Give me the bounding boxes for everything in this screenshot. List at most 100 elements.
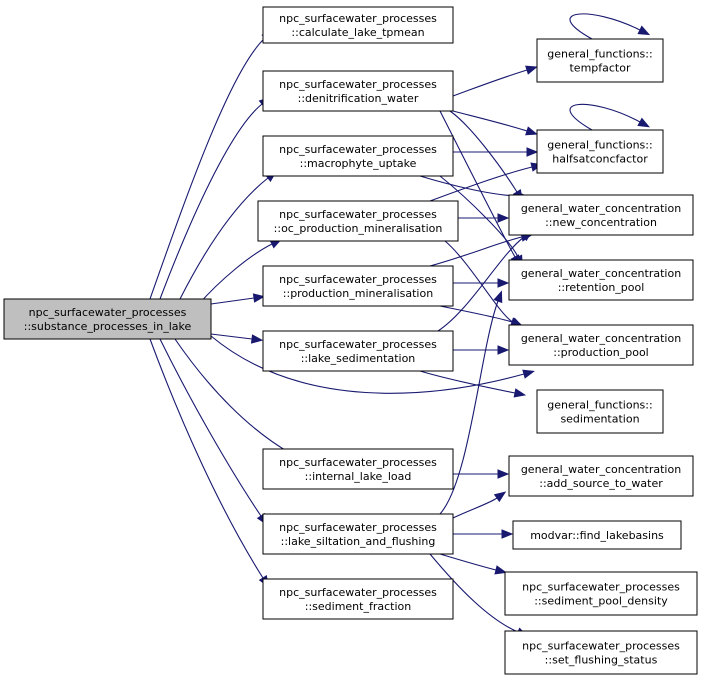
node-prodpool[interactable]: general_water_concentration::production_…	[508, 324, 694, 366]
call-edge-4	[210, 293, 266, 305]
node-box	[508, 324, 694, 366]
node-label-line1: npc_surfacewater_processes	[279, 78, 437, 91]
node-box	[536, 38, 664, 83]
arrow-head-icon	[525, 65, 538, 75]
node-macro[interactable]: npc_surfacewater_processes::macrophyte_u…	[262, 135, 454, 177]
call-edge-5	[210, 333, 264, 344]
call-edge-10	[452, 65, 538, 97]
edge-line	[444, 240, 514, 323]
edge-line	[452, 497, 498, 519]
call-edge-6	[210, 335, 535, 394]
node-box	[504, 630, 698, 675]
arrow-head-icon	[513, 388, 527, 398]
edge-line	[439, 305, 513, 323]
node-label-line2: ::add_source_to_water	[539, 477, 663, 490]
arrow-head-icon	[250, 334, 264, 344]
arrow-head-icon	[252, 293, 266, 303]
edge-line	[149, 37, 266, 300]
node-label-line1: general_functions::	[547, 139, 652, 152]
node-box	[262, 6, 454, 44]
node-halfsat[interactable]: general_functions::halfsatconcfactor	[536, 129, 664, 174]
node-label-line2: tempfactor	[569, 62, 630, 75]
arrow-head-icon	[637, 25, 651, 36]
node-label-line2: ::set_flushing_status	[545, 654, 658, 667]
node-box	[536, 129, 664, 174]
node-label-line1: npc_surfacewater_processes	[279, 12, 437, 25]
node-sedpool[interactable]: npc_surfacewater_processes::sediment_poo…	[504, 571, 698, 616]
node-box	[3, 298, 212, 340]
node-label-line1: general_water_concentration	[521, 332, 681, 345]
edge-line	[210, 333, 253, 340]
node-box	[508, 455, 694, 497]
node-label-line2: ::new_concentration	[545, 216, 657, 229]
node-box	[508, 259, 694, 301]
edge-line	[452, 110, 528, 132]
call-edge-8	[159, 338, 268, 526]
node-ocprod[interactable]: npc_surfacewater_processes::oc_productio…	[257, 200, 459, 242]
call-edge-9	[149, 338, 270, 588]
node-box	[262, 578, 454, 620]
node-box	[504, 571, 698, 616]
node-label-line1: npc_surfacewater_processes	[29, 306, 187, 319]
node-label-line2: ::calculate_lake_tpmean	[291, 26, 424, 39]
edge-line	[452, 69, 528, 97]
node-retpool[interactable]: general_water_concentration::retention_p…	[508, 259, 694, 301]
node-label-line1: npc_surfacewater_processes	[279, 521, 437, 534]
node-box	[262, 70, 454, 112]
node-setflush[interactable]: npc_surfacewater_processes::set_flushing…	[504, 630, 698, 675]
node-tempfactor[interactable]: general_functions::tempfactor	[536, 38, 664, 83]
arrow-head-icon	[493, 491, 507, 503]
node-label-line1: npc_surfacewater_processes	[279, 143, 437, 156]
edge-line	[159, 103, 263, 300]
edge-line	[439, 110, 516, 258]
node-box	[262, 265, 454, 307]
call-edge-27	[439, 290, 503, 515]
call-edge-21	[453, 278, 510, 288]
edge-line	[429, 236, 523, 267]
call-edge-30	[439, 553, 508, 575]
call-edge-0	[149, 30, 274, 300]
node-label-line1: npc_surfacewater_processes	[522, 640, 680, 653]
edge-line	[449, 110, 518, 193]
arrow-head-icon	[497, 469, 510, 479]
node-calc[interactable]: npc_surfacewater_processes::calculate_la…	[262, 6, 454, 44]
node-box	[262, 513, 454, 555]
edge-line	[210, 297, 255, 305]
node-label-line1: npc_surfacewater_processes	[279, 586, 437, 599]
arrow-head-icon	[501, 529, 514, 539]
edge-line	[197, 243, 273, 306]
node-label-line1: general_functions::	[547, 399, 652, 412]
call-edge-11	[452, 110, 538, 136]
root-node[interactable]: npc_surfacewater_processes::substance_pr…	[3, 298, 212, 340]
node-siltflush[interactable]: npc_surfacewater_processes::lake_siltati…	[262, 513, 454, 555]
call-edge-14	[453, 147, 539, 157]
arrow-head-icon	[493, 290, 503, 304]
edge-line	[569, 103, 641, 131]
node-findlake[interactable]: modvar::find_lakebasins	[512, 520, 682, 550]
node-label-line1: general_water_concentration	[521, 202, 681, 215]
node-label-line2: ::lake_siltation_and_flushing	[281, 535, 436, 548]
arrow-head-icon	[497, 345, 510, 355]
call-edge-32	[569, 13, 651, 40]
node-label-line2: ::denitrification_water	[298, 92, 419, 105]
call-edge-26	[453, 469, 510, 479]
node-intload[interactable]: npc_surfacewater_processes::internal_lak…	[262, 448, 454, 490]
node-lakesed[interactable]: npc_surfacewater_processes::lake_sedimen…	[262, 330, 454, 372]
node-addsrc[interactable]: general_water_concentration::add_source_…	[508, 455, 694, 497]
edge-line	[439, 553, 497, 571]
node-label-line1: npc_surfacewater_processes	[279, 338, 437, 351]
call-edge-28	[452, 491, 507, 519]
node-box	[536, 389, 664, 434]
call-edge-22	[439, 305, 523, 327]
node-newconc[interactable]: general_water_concentration::new_concent…	[508, 194, 694, 236]
node-prodmin[interactable]: npc_surfacewater_processes::production_m…	[262, 265, 454, 307]
arrow-head-icon	[494, 565, 508, 575]
node-denit[interactable]: npc_surfacewater_processes::denitrificat…	[262, 70, 454, 112]
call-edge-18	[458, 213, 510, 223]
node-label-line2: ::internal_lake_load	[305, 470, 412, 483]
edge-line	[429, 553, 519, 633]
node-sedfrac[interactable]: npc_surfacewater_processes::sediment_fra…	[262, 578, 454, 620]
node-sedim[interactable]: general_functions::sedimentation	[536, 389, 664, 434]
call-nodes: npc_surfacewater_processes::substance_pr…	[3, 6, 698, 675]
